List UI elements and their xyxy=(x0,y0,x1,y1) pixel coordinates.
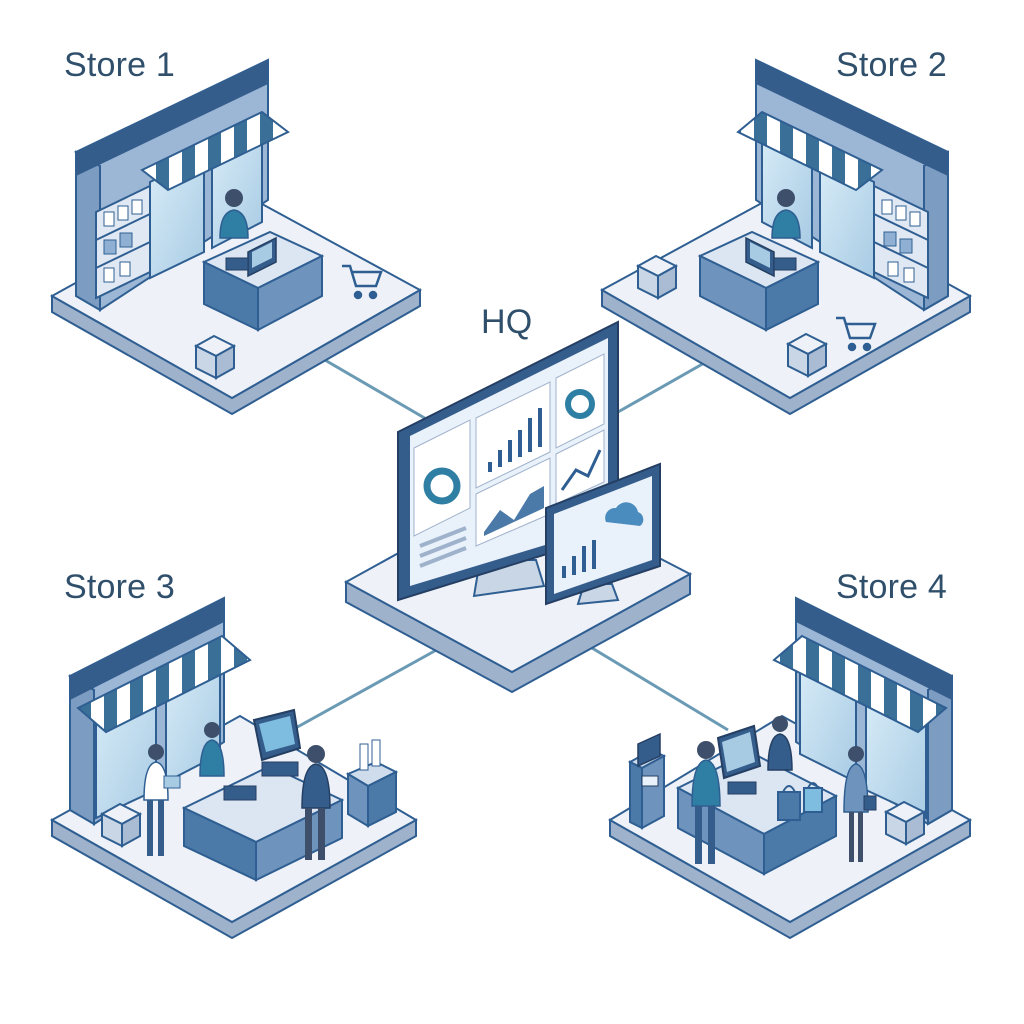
store-2-label: Store 2 xyxy=(836,46,948,84)
store-4-label: Store 4 xyxy=(836,568,948,606)
person-icon xyxy=(771,189,801,239)
bar-chart-icon xyxy=(562,540,596,578)
store-3-sign-band xyxy=(70,598,224,700)
link-store-4 xyxy=(591,646,729,732)
link-store-2 xyxy=(617,360,707,414)
link-store-3 xyxy=(291,646,441,732)
shelf-icon xyxy=(873,184,929,300)
store-3-label: Store 3 xyxy=(64,568,176,606)
cash-register-icon xyxy=(745,236,797,278)
person-icon xyxy=(301,745,331,860)
link-store-1 xyxy=(317,354,429,422)
network-links xyxy=(291,354,729,732)
person-icon xyxy=(143,744,181,856)
store-3-awning xyxy=(76,634,252,734)
store-1-label: Store 1 xyxy=(64,46,176,84)
bar-chart-icon xyxy=(475,381,551,489)
store-4 xyxy=(608,596,973,940)
person-icon xyxy=(219,189,249,239)
box-icon xyxy=(883,800,927,846)
bin-icon xyxy=(345,739,399,828)
shelf-icon xyxy=(95,184,151,300)
box-icon xyxy=(635,254,679,300)
person-icon xyxy=(691,741,721,864)
store-4-sign-band xyxy=(796,598,952,700)
cash-register-icon xyxy=(225,236,277,278)
store-1-sign-band xyxy=(76,60,268,176)
donut-chart-icon xyxy=(555,353,605,449)
hq xyxy=(343,320,693,694)
store-2-sign-band xyxy=(756,60,948,176)
shopping-cart-icon xyxy=(836,316,877,352)
store-1-counter-side xyxy=(257,254,323,332)
donut-chart-icon xyxy=(413,419,471,537)
box-icon xyxy=(99,802,143,848)
person-icon xyxy=(767,716,793,771)
atm-icon xyxy=(627,732,667,830)
line-chart-icon xyxy=(555,429,605,505)
store-2-counter-side xyxy=(765,260,819,332)
store-1 xyxy=(49,58,423,416)
shopping-bag-icon xyxy=(777,782,823,821)
person-icon xyxy=(199,722,225,777)
store-4-awning xyxy=(772,634,948,734)
box-icon xyxy=(193,334,237,380)
shopping-cart-icon xyxy=(342,264,383,300)
store-3 xyxy=(49,596,419,940)
cloud-icon xyxy=(605,502,644,526)
box-icon xyxy=(785,332,829,378)
monitor-icon xyxy=(545,462,661,606)
hq-label: HQ xyxy=(481,303,533,341)
cash-register-icon xyxy=(716,724,762,795)
store-2-awning xyxy=(736,110,884,192)
store-3-left-wall xyxy=(69,674,95,826)
person-icon xyxy=(843,746,877,862)
store-2 xyxy=(599,58,973,416)
cash-register-icon xyxy=(223,708,302,801)
store-1-awning xyxy=(140,110,290,192)
